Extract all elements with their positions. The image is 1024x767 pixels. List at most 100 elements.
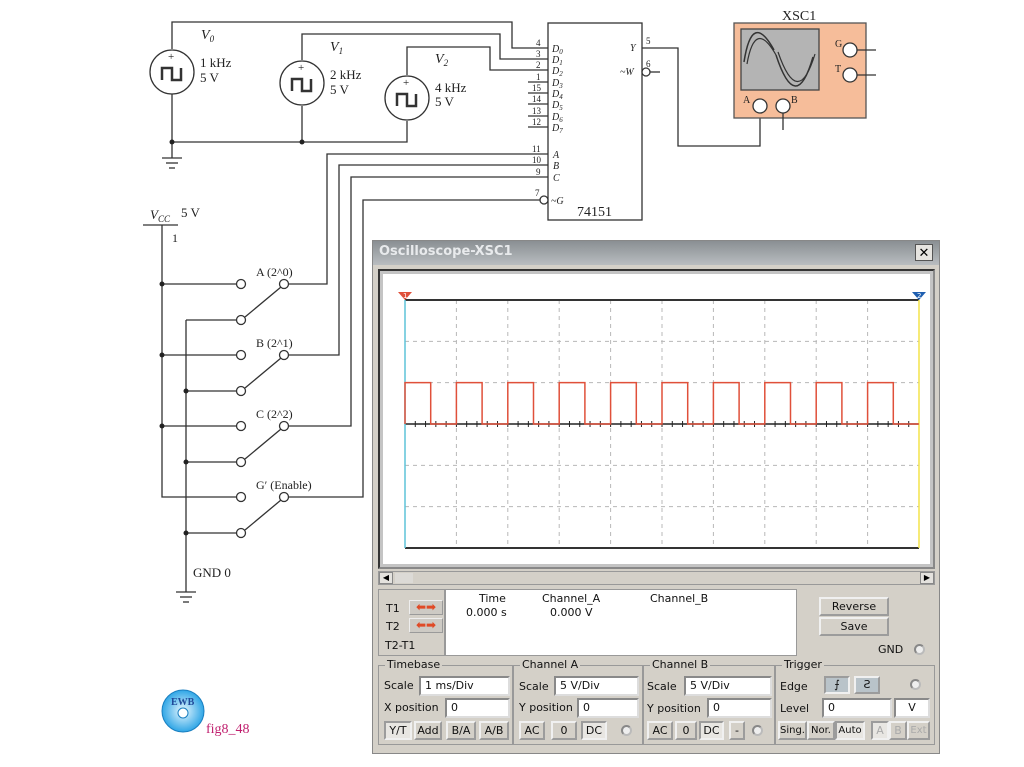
channel-b-ypos-field[interactable]: 0 (707, 698, 772, 718)
switch-contact-high (235, 349, 247, 361)
trigger-auto-button[interactable]: Auto (835, 721, 865, 740)
wire-vcc-rail (161, 225, 240, 498)
falling-edge-icon: Ꙅ (863, 678, 871, 691)
trigger-group: Trigger Edge ⨍ Ꙅ Level 0 V Sing. Nor. Au… (775, 658, 935, 745)
reverse-button[interactable]: Reverse (819, 597, 889, 616)
cursor-t2-marker[interactable] (912, 292, 926, 300)
cursor-t1-marker[interactable] (398, 292, 412, 300)
switch-0[interactable]: A (2^0) (159, 265, 293, 326)
switch-label: C (2^2) (256, 407, 293, 421)
channel-b-terminal[interactable] (752, 725, 763, 736)
channel-b-ac-button[interactable]: AC (647, 721, 673, 740)
scroll-left-button[interactable]: ◀ (379, 572, 393, 584)
v1-amp: 5 V (330, 82, 350, 97)
scroll-right-button[interactable]: ▶ (920, 572, 934, 584)
junction (183, 530, 189, 536)
channel-a-ypos-label: Y position (519, 701, 573, 714)
title-bar[interactable]: Oscilloscope-XSC1 ✕ (373, 241, 939, 265)
switch-common (278, 420, 290, 432)
trigger-terminal[interactable] (910, 679, 921, 690)
ground-symbol-bottom (176, 591, 196, 603)
readout-header-channel-a: Channel_A (542, 592, 601, 605)
trigger-source-a-button[interactable]: A (871, 721, 889, 740)
channel-a-dc-button[interactable]: DC (581, 721, 607, 740)
save-button[interactable]: Save (819, 617, 889, 636)
t1-label: T1 (386, 602, 400, 615)
arrow-left-icon[interactable]: ⬅ (415, 618, 426, 632)
mode-ba-button[interactable]: B/A (446, 721, 476, 740)
arrow-right-icon[interactable]: ➡ (426, 600, 437, 614)
arrow-right-icon[interactable]: ➡ (426, 618, 437, 632)
source-v0: + (149, 49, 195, 95)
trigger-source-b-button[interactable]: B (889, 721, 907, 740)
trigger-single-button[interactable]: Sing. (778, 721, 807, 740)
mode-yt-button[interactable]: Y/T (384, 721, 412, 740)
pin-number: 9 (536, 167, 541, 177)
arrow-left-icon[interactable]: ⬅ (415, 600, 426, 614)
channel-a-ac-button[interactable]: AC (519, 721, 545, 740)
level-label: Level (780, 702, 810, 715)
channel-a-scale-field[interactable]: 5 V/Div (554, 676, 639, 696)
switch-3[interactable]: G′ (Enable) (183, 478, 312, 539)
horizontal-scrollbar[interactable]: ◀ ▶ (378, 571, 935, 585)
channel-a-ypos-field[interactable]: 0 (577, 698, 639, 718)
readout-header-time: Time (479, 592, 506, 605)
mode-ab-button[interactable]: A/B (479, 721, 509, 740)
channel-a-terminal[interactable] (621, 725, 632, 736)
pin-label-c: C (553, 173, 560, 184)
wire-y-to-scope (660, 47, 761, 147)
vcc-node: 1 (172, 231, 178, 245)
trigger-level-field[interactable]: 0 (822, 698, 892, 718)
timebase-scale-field[interactable]: 1 ms/Div (419, 676, 510, 696)
wire-select-b (289, 164, 528, 356)
x-position-label: X position (384, 701, 439, 714)
switch-contact-high (235, 491, 247, 503)
falling-edge-button[interactable]: Ꙅ (854, 676, 880, 694)
t2-move-buttons[interactable]: ⬅➡ (409, 618, 443, 633)
trigger-source-ext-button[interactable]: Ext (907, 721, 930, 740)
pin-number: 10 (532, 155, 542, 165)
close-button[interactable]: ✕ (915, 244, 933, 261)
gnd-terminal[interactable] (914, 644, 925, 655)
rising-edge-button[interactable]: ⨍ (824, 676, 850, 694)
v1-name: V1 (330, 40, 343, 56)
figure-label: fig8_48 (206, 722, 250, 737)
switch-2[interactable]: C (2^2) (159, 407, 293, 468)
channel-b-dc-button[interactable]: DC (699, 721, 724, 740)
mode-add-button[interactable]: Add (414, 721, 442, 740)
trigger-normal-button[interactable]: Nor. (807, 721, 835, 740)
pin-number: 13 (532, 106, 542, 116)
switch-1[interactable]: B (2^1) (159, 336, 293, 397)
wire-select-a (289, 153, 528, 285)
mux-part-label: 74151 (577, 205, 612, 220)
switch-common (278, 349, 290, 361)
channel-b-zero-button[interactable]: 0 (675, 721, 697, 740)
channel-b-scale-field[interactable]: 5 V/Div (684, 676, 772, 696)
channel-a-zero-button[interactable]: 0 (551, 721, 577, 740)
svg-text:T: T (835, 64, 841, 75)
channel-b-group: Channel B Scale 5 V/Div Y position 0 AC … (643, 658, 775, 745)
channel-a-scale-label: Scale (519, 680, 549, 693)
channel-a-trace (404, 381, 919, 425)
switch-lever (244, 357, 282, 389)
timebase-title: Timebase (385, 658, 443, 671)
channel-b-invert-button[interactable]: - (729, 721, 745, 740)
square-wave-icon (395, 92, 418, 108)
pin-number: 14 (532, 94, 542, 104)
wire-enable (289, 199, 540, 498)
switch-contact-low (235, 456, 247, 468)
vcc-label: VCC (150, 207, 171, 224)
pin-number: 12 (532, 117, 541, 127)
t1-move-buttons[interactable]: ⬅➡ (409, 600, 443, 615)
logo-text: EWB (171, 697, 195, 708)
svg-text:B: B (791, 95, 798, 106)
pin-number: 3 (536, 49, 541, 59)
pin-label-w: ~W (620, 67, 635, 78)
scroll-thumb[interactable] (395, 573, 413, 583)
trigger-level-unit[interactable]: V (894, 698, 930, 718)
pin-label-a: A (552, 150, 560, 161)
svg-text:A: A (743, 95, 751, 106)
switch-contact-high (235, 278, 247, 290)
x-position-field[interactable]: 0 (445, 698, 510, 718)
